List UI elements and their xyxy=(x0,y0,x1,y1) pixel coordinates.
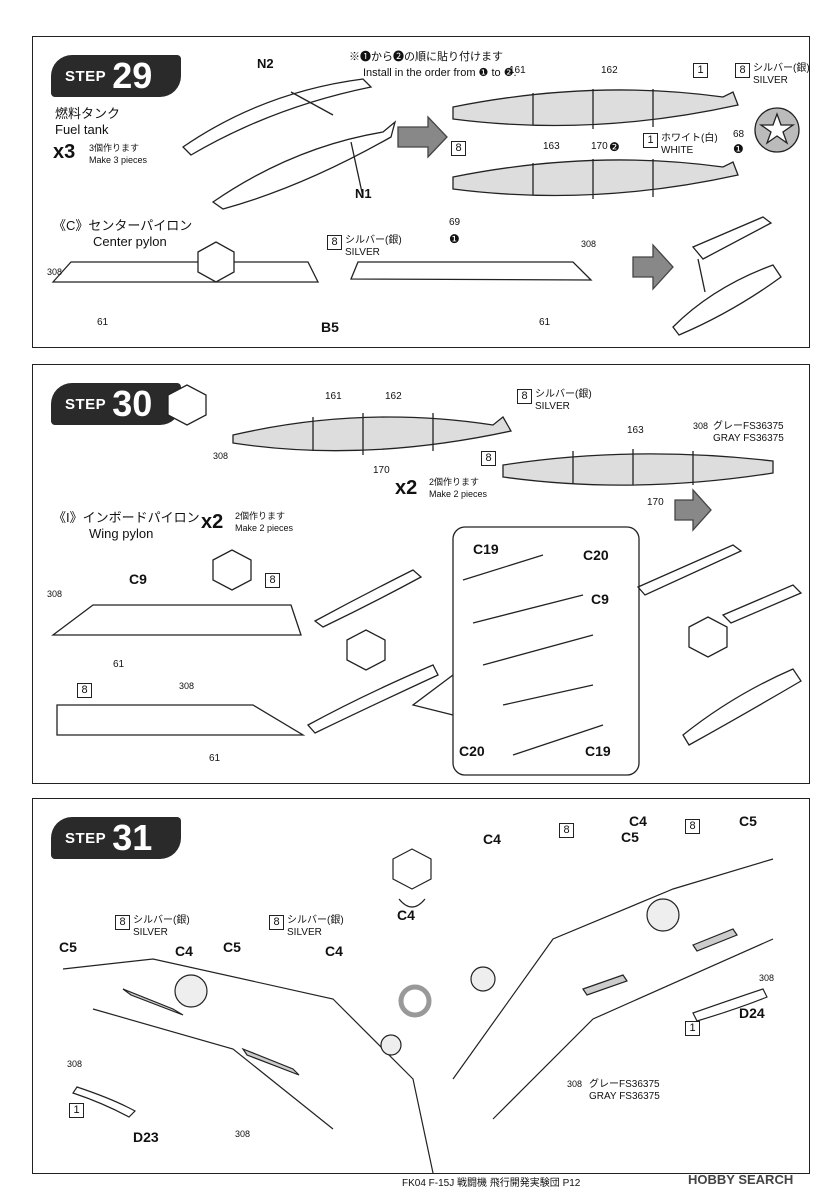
step-badge: STEP 30 xyxy=(51,383,181,425)
step-29-drawings xyxy=(51,78,800,336)
watermark: HOBBY SEARCH xyxy=(688,1172,794,1187)
step-30-panel: STEP 30 xyxy=(32,364,810,784)
step-31-drawings xyxy=(62,848,774,1174)
step-29-panel: STEP 29 xyxy=(32,36,810,348)
step-badge: STEP 29 xyxy=(51,55,181,97)
step-31-panel: STEP 31 C4 8 シルバー(銀) SILVER xyxy=(32,798,810,1174)
step-30-drawings xyxy=(51,384,803,776)
page-footer: FK04 F-15J 戦闘機 飛行開発実験団 P12 xyxy=(402,1178,581,1189)
step-badge: STEP 31 xyxy=(51,817,181,859)
